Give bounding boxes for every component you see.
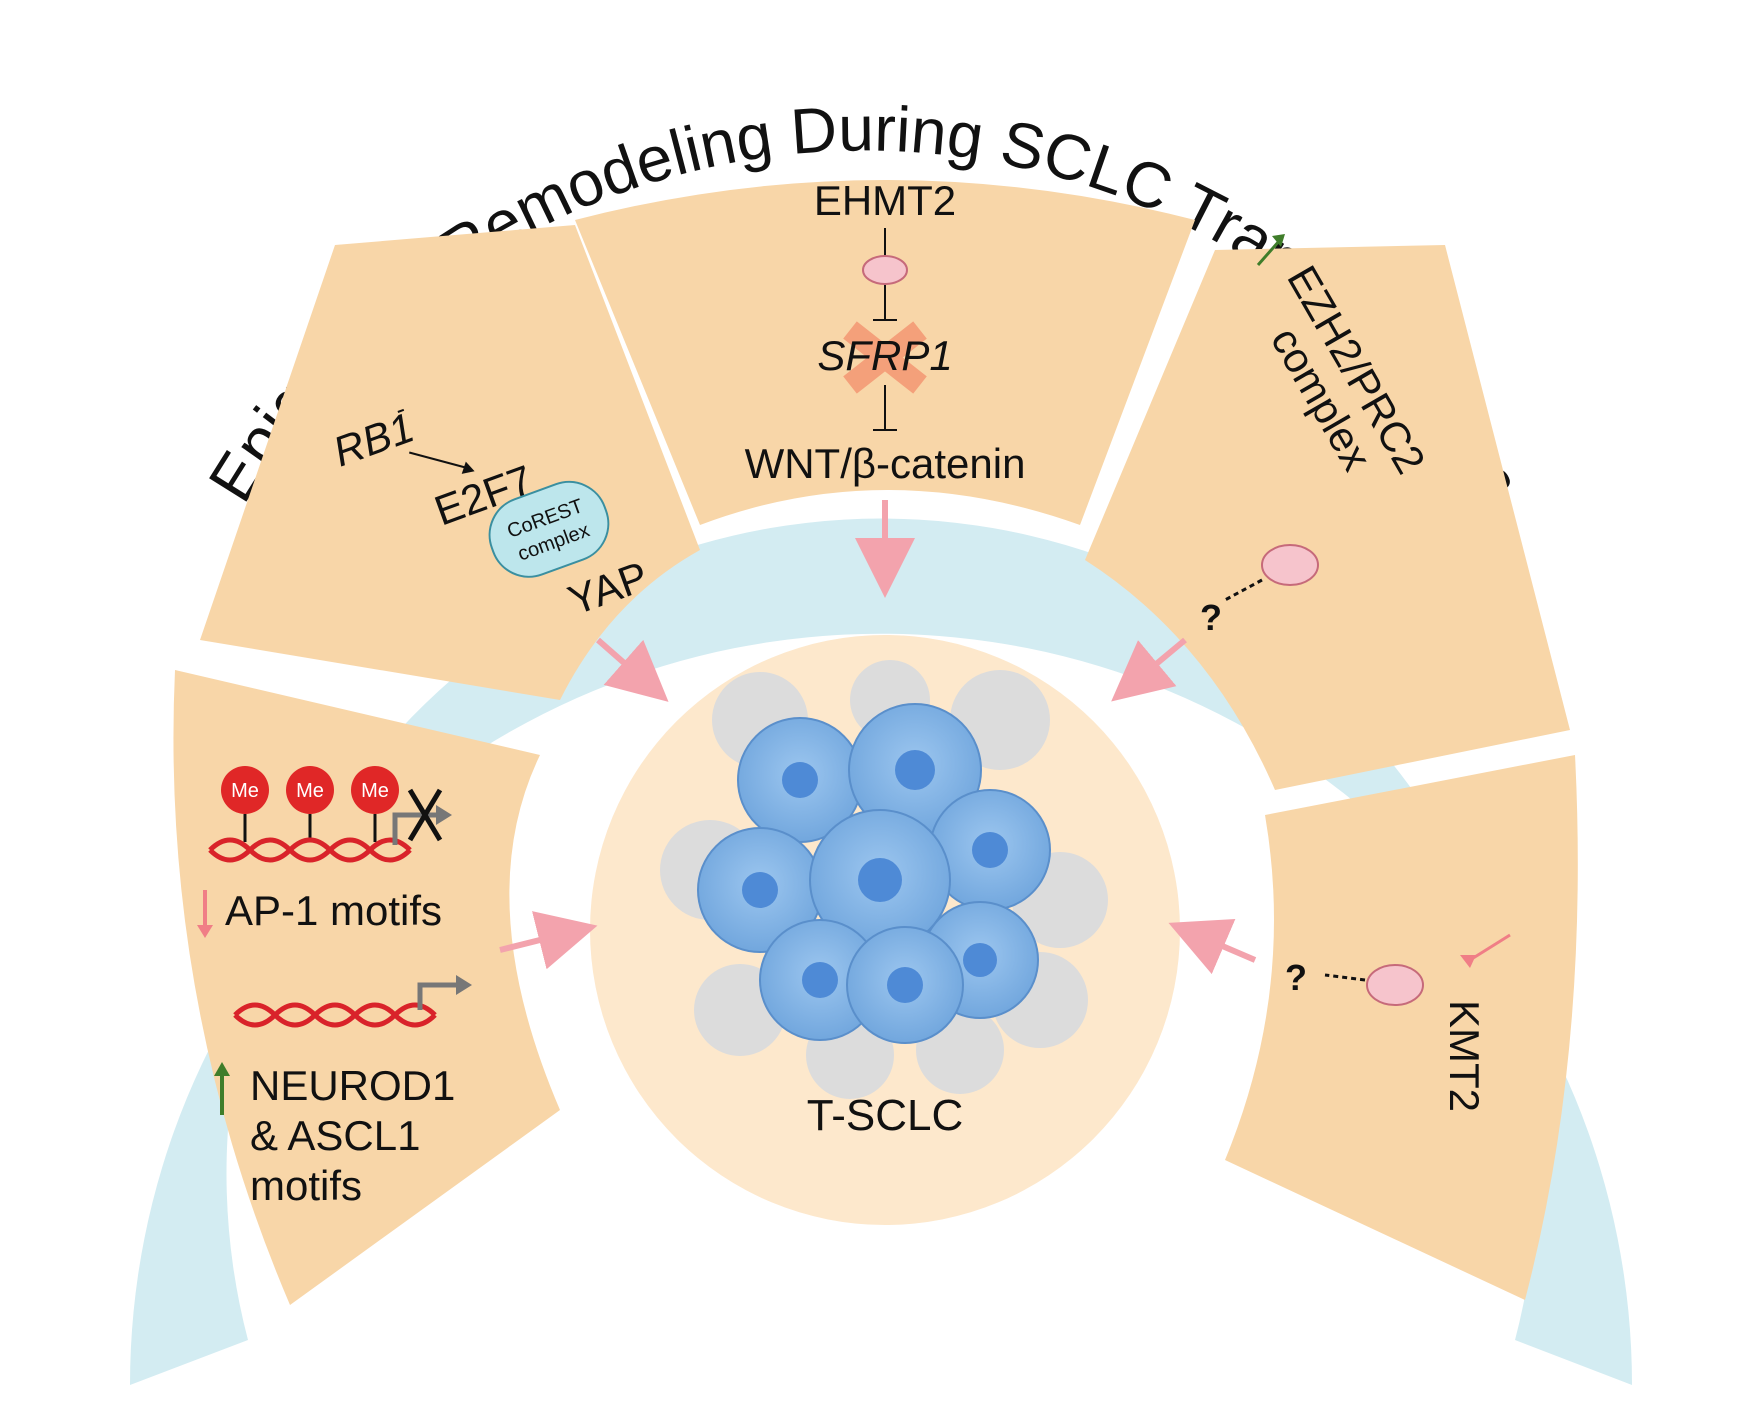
kmt2-dashed-arrow: [1324, 973, 1366, 982]
kmt2-label: KMT2: [1441, 1000, 1488, 1112]
kmt2-question: ?: [1285, 957, 1307, 998]
neurod-label-3: motifs: [250, 1162, 362, 1209]
arrow-ezh2-to-center: [1111, 637, 1187, 702]
kmt2-up-arrow-head: [1460, 955, 1476, 968]
sfrp1-cross-icon: [843, 321, 927, 394]
arrow-rb1-to-center: [596, 637, 669, 702]
panel-motifs-shape: [173, 670, 560, 1305]
ap1-label: AP-1 motifs: [225, 887, 442, 934]
rb1-pathway: RB1 - E2F7 CoREST complex YAP: [327, 393, 654, 624]
me-label-2: Me: [296, 780, 324, 802]
ezh2-up-arrow: [1256, 239, 1282, 266]
promoter-arrow-2: [417, 982, 460, 1010]
kmt2-up-arrow: [1469, 933, 1511, 962]
kmt2-nucleosome-icon: [1366, 964, 1424, 1006]
neurod-label-2: & ASCL1: [250, 1112, 420, 1159]
nucleosome-icon: [862, 255, 908, 285]
methylation-group: Me Me Me: [221, 766, 399, 842]
promoter-arrow-1-head: [436, 805, 452, 825]
ehmt2-label: EHMT2: [814, 177, 956, 224]
ezh2-question: ?: [1200, 597, 1222, 638]
wnt-label: WNT/β-catenin: [745, 440, 1026, 487]
me-label-3: Me: [361, 780, 389, 802]
me-marker-1: [221, 766, 269, 814]
rb1-arrow-head: [461, 461, 475, 474]
ezh2-nucleosome-icon: [1261, 544, 1319, 586]
me-marker-3: [351, 766, 399, 814]
neurod-label-1: NEUROD1: [250, 1062, 455, 1109]
ezh2-dashed-arrow: [1224, 578, 1263, 602]
neurod-up-arrow-head: [214, 1062, 230, 1076]
panel-kmt2: [1225, 755, 1578, 1300]
tumor-cluster-icon: [660, 660, 1108, 1099]
center-label: T-SCLC: [807, 1091, 963, 1140]
panel-kmt2-shape: [1225, 755, 1578, 1300]
corest-complex-icon: [488, 480, 610, 578]
arrow-kmt2-to-center: [1168, 918, 1257, 975]
arrow-motifs-to-center: [499, 911, 598, 970]
sfrp1-label: SFRP1: [817, 332, 952, 379]
rb1-arrow: [408, 451, 469, 470]
block-x-icon: [407, 788, 443, 842]
promoter-arrow-2-head: [456, 975, 472, 995]
me-marker-2: [286, 766, 334, 814]
dna-strand-1: [208, 837, 412, 863]
panel-ezh2-shape: [1085, 245, 1570, 790]
panel-motifs: [173, 670, 560, 1305]
ap1-down-arrow-head: [197, 925, 213, 938]
dna-strand-1b: [208, 837, 412, 863]
dna-strand-2b: [233, 1002, 437, 1028]
panel-ezh2: [1085, 245, 1570, 790]
dna-strand-2: [233, 1002, 437, 1028]
ezh2-up-arrow-head: [1272, 234, 1285, 247]
me-label-1: Me: [231, 780, 259, 802]
